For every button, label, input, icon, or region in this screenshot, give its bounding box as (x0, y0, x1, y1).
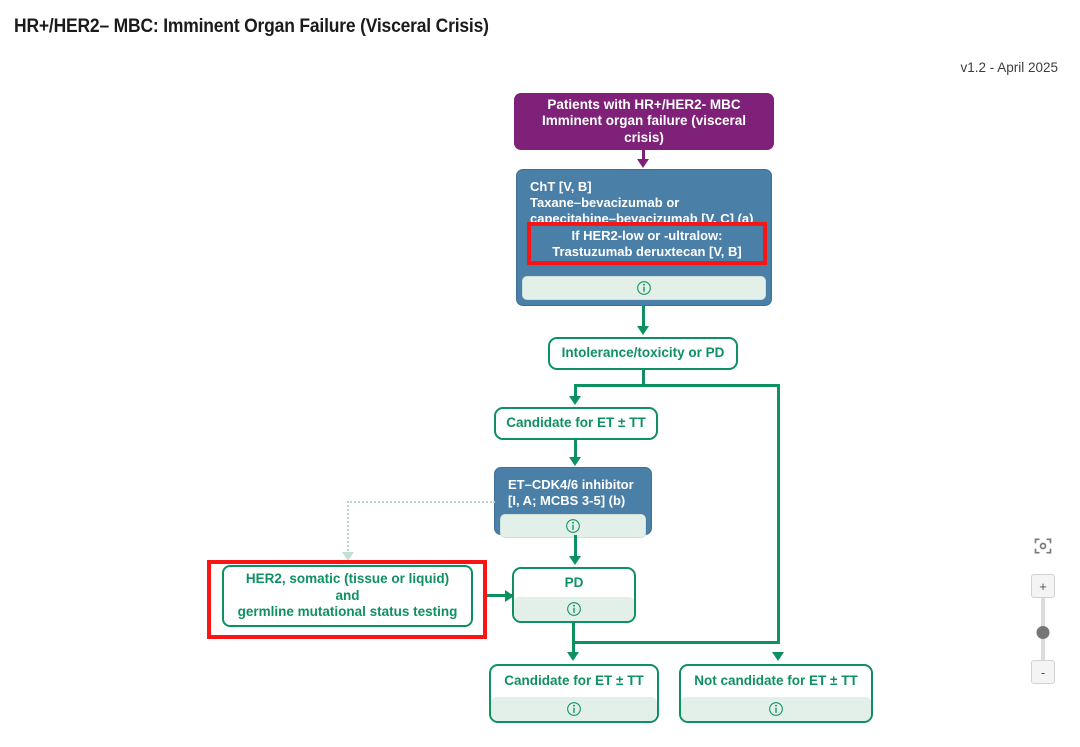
node-candidate-et-tt-1-box: Candidate for ET ± TT (494, 407, 658, 440)
info-icon (769, 702, 783, 716)
node-et-cdk46-box: ET–CDK4/6 inhibitor [I, A; MCBS 3-5] (b) (494, 467, 652, 538)
node-pd-body: PD (514, 569, 634, 597)
arrowhead-her2-to-pd (505, 590, 514, 602)
connector-bottom-left-down (572, 641, 575, 655)
node-cht-title: ChT [V, B] Taxane–bevacizumab or capecit… (522, 175, 766, 232)
node-patients-body: Patients with HR+/HER2- MBC Imminent org… (514, 93, 774, 150)
arrowhead-to-not-candidate (772, 652, 784, 661)
zoom-slider-track[interactable] (1036, 598, 1050, 660)
node-et-cdk46-info-strip[interactable] (500, 513, 646, 538)
node-et-cdk46-title: ET–CDK4/6 inhibitor [I, A; MCBS 3-5] (b) (500, 473, 646, 514)
node-candidate-et-tt-1-title: Candidate for ET ± TT (506, 415, 646, 431)
connector-cht-to-intolerance (642, 306, 645, 328)
node-cht-line1: ChT [V, B] (530, 179, 592, 194)
node-not-candidate-et-tt-body: Not candidate for ET ± TT (681, 666, 871, 697)
arrowhead-to-candidate-1 (569, 396, 581, 405)
connector-bottom-bus (572, 641, 780, 644)
connector-dotted-etcdk-left (347, 501, 495, 503)
connector-bus-left-down (574, 384, 577, 398)
node-candidate-et-tt-2-info-strip[interactable] (491, 697, 657, 721)
node-not-candidate-et-tt-box: Not candidate for ET ± TT (679, 664, 873, 723)
info-icon (637, 281, 651, 295)
arrowhead-cht-to-intolerance (637, 326, 649, 335)
node-et-cdk46[interactable]: ET–CDK4/6 inhibitor [I, A; MCBS 3-5] (b) (494, 467, 652, 538)
arrowhead-to-candidate-2 (567, 652, 579, 661)
arrowhead-etcdk-to-pd (569, 556, 581, 565)
arrowhead-dotted-to-her2 (342, 552, 354, 561)
node-pd-box: PD (512, 567, 636, 623)
connector-patients-to-cht (642, 150, 645, 162)
node-intolerance-body: Intolerance/toxicity or PD (550, 339, 736, 368)
node-candidate-et-tt-2-body: Candidate for ET ± TT (491, 666, 657, 697)
node-pd-title: PD (564, 574, 584, 590)
node-patients-line2: Imminent organ failure (visceral crisis) (541, 113, 747, 145)
node-pd-info-strip[interactable] (514, 597, 634, 621)
node-intolerance-title: Intolerance/toxicity or PD (561, 345, 725, 361)
connector-bus-right-down (777, 384, 780, 644)
connector-dotted-down-to-her2 (347, 501, 349, 555)
node-et-cdk46-line1: ET–CDK4/6 inhibitor (508, 477, 634, 492)
node-cht-info-strip[interactable] (522, 276, 766, 300)
node-not-candidate-et-tt-info-strip[interactable] (681, 697, 871, 721)
connector-intolerance-bus (574, 384, 780, 387)
node-cht-line3: capecitabine–bevacizumab [V, C] (a) (530, 210, 754, 226)
overlay-her2-low-text: If HER2-low or -ultralow: Trastuzumab de… (552, 228, 742, 260)
node-intolerance-box: Intolerance/toxicity or PD (548, 337, 738, 370)
node-not-candidate-et-tt-title: Not candidate for ET ± TT (694, 673, 858, 689)
connector-intolerance-down (642, 370, 645, 386)
node-her2-testing-box: HER2, somatic (tissue or liquid) and ger… (222, 565, 473, 627)
node-patients[interactable]: Patients with HR+/HER2- MBC Imminent org… (514, 93, 774, 150)
highlight-her2-low-overlay[interactable]: If HER2-low or -ultralow: Trastuzumab de… (527, 222, 767, 265)
node-candidate-et-tt-2-title: Candidate for ET ± TT (504, 673, 644, 689)
zoom-in-button[interactable]: + (1031, 574, 1055, 598)
node-et-cdk46-line2: [I, A; MCBS 3-5] (b) (508, 492, 626, 508)
node-her2-testing-body: HER2, somatic (tissue or liquid) and ger… (224, 567, 471, 625)
zoom-out-button[interactable]: - (1031, 660, 1055, 684)
overlay-her2-low-line1: If HER2-low or -ultralow: (571, 227, 723, 243)
connector-etcdk-to-pd (574, 535, 577, 559)
connector-pd-down (572, 623, 575, 643)
node-patients-line1: Patients with HR+/HER2- MBC (547, 96, 741, 112)
zoom-slider-handle[interactable] (1036, 626, 1050, 639)
node-her2-testing-info-strip[interactable] (224, 625, 471, 627)
node-candidate-et-tt-1-body: Candidate for ET ± TT (496, 409, 656, 438)
node-patients-title: Patients with HR+/HER2- MBC Imminent org… (514, 92, 774, 151)
node-her2-testing-title: HER2, somatic (tissue or liquid) and ger… (224, 567, 471, 625)
connector-her2-to-pd (487, 594, 512, 597)
node-patients-box: Patients with HR+/HER2- MBC Imminent org… (514, 93, 774, 150)
info-icon (566, 518, 580, 533)
overlay-her2-low-line2: Trastuzumab deruxtecan [V, B] (552, 243, 742, 259)
node-not-candidate-et-tt[interactable]: Not candidate for ET ± TT (679, 664, 873, 723)
node-her2-testing-line2: germline mutational status testing (237, 604, 458, 620)
zoom-controls[interactable]: + - (1030, 536, 1056, 684)
node-her2-testing[interactable]: HER2, somatic (tissue or liquid) and ger… (222, 565, 473, 627)
page-title: HR+/HER2– MBC: Imminent Organ Failure (V… (14, 16, 489, 37)
info-icon (567, 702, 581, 716)
node-candidate-et-tt-2-box: Candidate for ET ± TT (489, 664, 659, 723)
arrowhead-patients-to-cht (637, 159, 649, 168)
node-candidate-et-tt-1[interactable]: Candidate for ET ± TT (494, 407, 658, 440)
node-pd[interactable]: PD (512, 567, 636, 623)
version-label: v1.2 - April 2025 (960, 60, 1058, 75)
info-icon (567, 602, 581, 616)
node-her2-testing-line1: HER2, somatic (tissue or liquid) and (245, 571, 450, 603)
arrowhead-candidate1-to-etcdk (569, 457, 581, 466)
node-intolerance[interactable]: Intolerance/toxicity or PD (548, 337, 738, 370)
connector-candidate1-to-etcdk (574, 440, 577, 460)
node-cht-line2: Taxane–bevacizumab or (530, 194, 680, 210)
node-candidate-et-tt-2[interactable]: Candidate for ET ± TT (489, 664, 659, 723)
fit-to-screen-icon[interactable] (1033, 536, 1053, 556)
